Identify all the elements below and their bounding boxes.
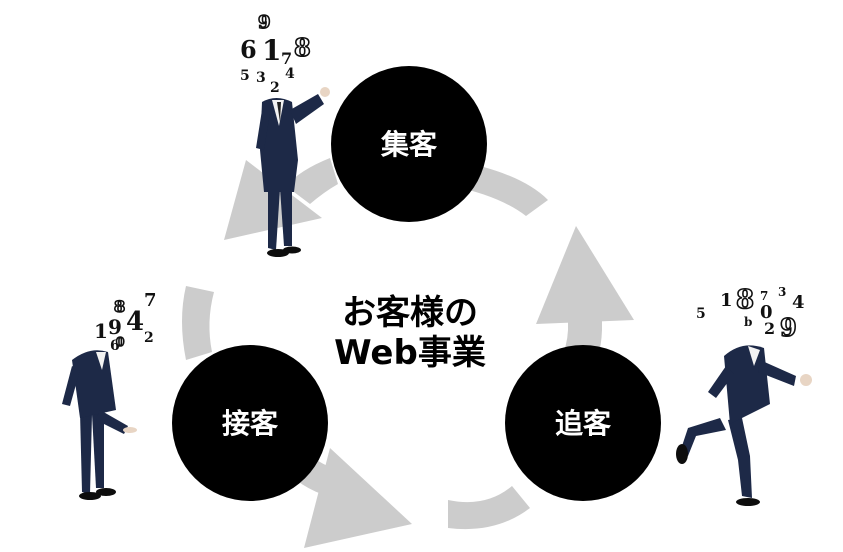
- number-glyph: 5: [240, 68, 250, 84]
- number-glyph: 2: [144, 330, 154, 346]
- number-glyph: 3: [778, 285, 786, 299]
- businessman-right-figure: 5 1 8 7 3 4 0 b 2 9: [676, 284, 812, 506]
- number-glyph: 8: [294, 33, 311, 62]
- node-label-followup: 追客: [555, 407, 612, 440]
- number-glyph: 5: [696, 306, 706, 322]
- center-title: お客様の Web事業: [334, 293, 486, 373]
- node-circle: [172, 345, 328, 501]
- number-glyph: 6: [240, 35, 257, 64]
- node-label-serve: 接客: [222, 407, 279, 440]
- businessman-top-figure: 6 1 8 7 4 5 3 2 9: [240, 11, 330, 257]
- node-serve: 接客: [172, 345, 328, 501]
- number-glyph: b: [744, 315, 752, 329]
- number-glyph: 1: [94, 319, 108, 343]
- node-circle: [505, 345, 661, 501]
- node-followup: 追客: [505, 345, 661, 501]
- number-glyph: 9: [780, 313, 797, 342]
- number-cloud-right: 5 1 8 7 3 4 0 b 2 9: [696, 284, 805, 343]
- number-glyph: 1: [262, 34, 281, 67]
- number-glyph: 2: [270, 80, 280, 96]
- number-glyph: 8: [736, 285, 754, 315]
- number-glyph: 0: [116, 335, 124, 349]
- center-title-line2: Web事業: [334, 333, 486, 373]
- number-cloud-left: 8 7 1 9 4 6 2 0: [94, 290, 157, 354]
- businessman-left-figure: 8 7 1 9 4 6 2 0: [62, 290, 157, 500]
- number-glyph: 4: [792, 292, 805, 313]
- number-glyph: 0: [760, 302, 773, 323]
- number-glyph: 7: [144, 290, 157, 311]
- center-title-line1: お客様の: [342, 293, 478, 333]
- arrow-bottom-right-arc: [448, 486, 530, 530]
- number-glyph: 9: [108, 315, 122, 339]
- node-attract: 集客: [331, 66, 487, 222]
- number-glyph: 3: [256, 70, 266, 86]
- number-glyph: 2: [764, 319, 775, 338]
- number-glyph: 7: [760, 289, 768, 303]
- number-glyph: 4: [126, 307, 144, 337]
- number-glyph: 6: [110, 338, 120, 354]
- number-cloud-top: 6 1 8 7 4 5 3 2 9: [240, 11, 312, 96]
- number-glyph: 7: [281, 49, 292, 68]
- number-glyph: 9: [258, 12, 271, 33]
- arrow-left-arc: [182, 286, 214, 360]
- number-glyph: 1: [720, 290, 733, 311]
- node-label-attract: 集客: [380, 128, 438, 161]
- number-glyph: 8: [114, 297, 125, 316]
- node-circle: [331, 66, 487, 222]
- number-glyph: 4: [285, 66, 295, 82]
